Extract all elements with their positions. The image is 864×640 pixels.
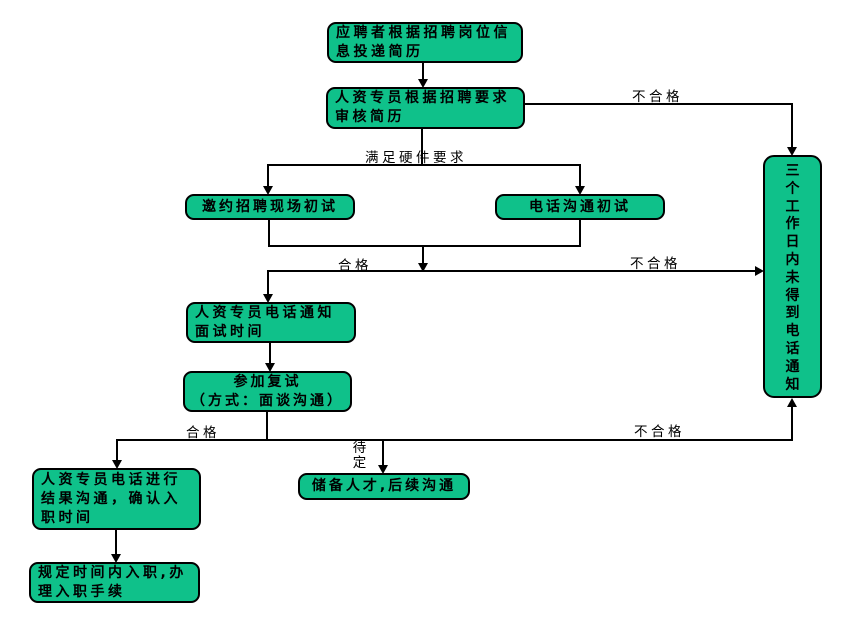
flow-node-onboarding: 规定时间内入职,办理入职手续 bbox=[29, 562, 200, 603]
edge-label-meets-hardware: 满足硬件要求 bbox=[365, 150, 467, 166]
flow-node-onsite-first-test: 邀约招聘现场初试 bbox=[185, 194, 355, 220]
flow-node-second-interview-label: 参加复试 （方式：面谈沟通） bbox=[191, 373, 344, 409]
connector-mid-decision-bar bbox=[267, 270, 755, 272]
flow-node-notify-interview-time-label: 人资专员电话通知面试时间 bbox=[195, 304, 335, 340]
arrow-mid-nocall bbox=[755, 266, 764, 276]
flow-node-phone-first-test-label: 电话沟通初试 bbox=[529, 198, 631, 215]
flow-node-notify-interview-time: 人资专员电话通知面试时间 bbox=[186, 302, 356, 343]
connector-review-nocall-v bbox=[791, 103, 793, 147]
connector-review-nocall-h bbox=[525, 103, 793, 105]
connector-onsite-merge bbox=[268, 220, 270, 247]
connector-mid-notify bbox=[267, 270, 269, 294]
arrow-bottom-reserve bbox=[378, 465, 388, 474]
flow-node-apply-resume-label: 应聘者根据招聘岗位信息投递简历 bbox=[336, 24, 511, 60]
edge-label-unqualified-top: 不合格 bbox=[632, 89, 683, 105]
connector-branch-bar bbox=[267, 164, 581, 166]
flow-node-no-call-notice-label: 三个工作日内未得到电话通知 bbox=[785, 163, 800, 393]
flow-node-apply-resume: 应聘者根据招聘岗位信息投递简历 bbox=[327, 22, 523, 63]
arrow-notify-second bbox=[265, 363, 275, 372]
arrow-bottom-nocall bbox=[787, 398, 797, 407]
connector-branch-onsite bbox=[267, 164, 269, 186]
connector-second-bottom bbox=[266, 412, 268, 441]
flow-node-talent-reserve: 储备人才,后续沟通 bbox=[298, 473, 470, 500]
edge-label-unqualified-mid: 不合格 bbox=[630, 256, 681, 272]
arrow-mid-notify bbox=[263, 294, 273, 303]
flow-node-phone-first-test: 电话沟通初试 bbox=[495, 194, 665, 220]
connector-merge-drop bbox=[422, 245, 424, 264]
edge-label-unqualified-bottom: 不合格 bbox=[634, 424, 685, 440]
connector-bottom-decision-bar bbox=[116, 439, 793, 441]
flow-node-second-interview: 参加复试 （方式：面谈沟通） bbox=[183, 371, 352, 412]
connector-bottom-nocall bbox=[791, 406, 793, 441]
edge-label-qualified-bottom: 合格 bbox=[186, 425, 220, 441]
arrow-result-onboarding bbox=[111, 554, 121, 563]
connector-notify-second bbox=[269, 343, 271, 363]
arrow-branch-onsite bbox=[263, 186, 273, 195]
connector-review-branch bbox=[421, 129, 423, 166]
connector-apply-review bbox=[422, 63, 424, 80]
flow-node-result-communication-label: 人资专员电话进行结果沟通，确认入职时间 bbox=[41, 471, 181, 526]
flow-node-no-call-notice: 三个工作日内未得到电话通知 bbox=[763, 155, 822, 398]
connector-phone-merge bbox=[579, 220, 581, 247]
flow-node-result-communication: 人资专员电话进行结果沟通，确认入职时间 bbox=[32, 468, 201, 530]
flow-node-review-resume-label: 人资专员根据招聘要求审核简历 bbox=[335, 90, 510, 125]
connector-merge-bar bbox=[268, 245, 581, 247]
connector-branch-phone bbox=[579, 164, 581, 186]
arrow-bottom-result bbox=[112, 460, 122, 469]
arrow-apply-review bbox=[418, 79, 428, 88]
connector-bottom-reserve bbox=[382, 439, 384, 465]
flow-node-review-resume: 人资专员根据招聘要求审核简历 bbox=[326, 87, 525, 129]
connector-bottom-result bbox=[116, 439, 118, 460]
connector-result-onboarding bbox=[115, 530, 117, 554]
flow-node-onboarding-label: 规定时间内入职,办理入职手续 bbox=[38, 564, 187, 600]
arrow-review-nocall bbox=[787, 147, 797, 156]
arrow-branch-phone bbox=[575, 186, 585, 195]
arrow-merge-drop bbox=[418, 263, 428, 272]
flow-node-talent-reserve-label: 储备人才,后续沟通 bbox=[311, 478, 457, 494]
edge-label-pending: 待定 bbox=[352, 440, 367, 471]
flow-node-onsite-first-test-label: 邀约招聘现场初试 bbox=[202, 198, 338, 215]
